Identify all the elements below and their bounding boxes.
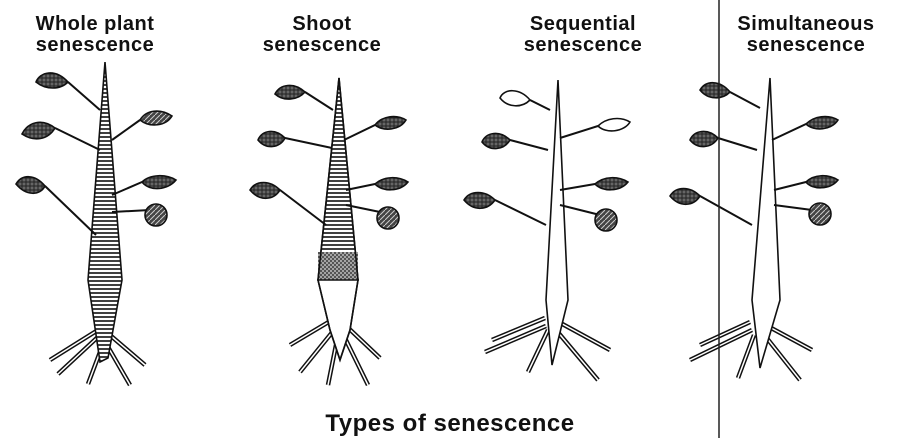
label-line2: senescence [488, 35, 678, 56]
label-simultaneous: Simultaneous senescence [706, 14, 900, 56]
plant-sequential [464, 80, 630, 380]
label-line1: Whole plant [0, 14, 190, 35]
plant-simultaneous [670, 78, 838, 380]
label-line2: senescence [0, 35, 190, 56]
label-line1: Sequential [488, 14, 678, 35]
label-line1: Simultaneous [706, 14, 900, 35]
label-whole-plant: Whole plant senescence [0, 14, 190, 56]
label-sequential: Sequential senescence [488, 14, 678, 56]
label-line2: senescence [232, 35, 412, 56]
plant-whole [16, 62, 176, 385]
diagram-caption: Types of senescence [0, 410, 900, 438]
label-line2: senescence [706, 35, 900, 56]
label-shoot: Shoot senescence [232, 14, 412, 56]
label-line1: Shoot [232, 14, 412, 35]
plant-shoot [250, 78, 408, 385]
